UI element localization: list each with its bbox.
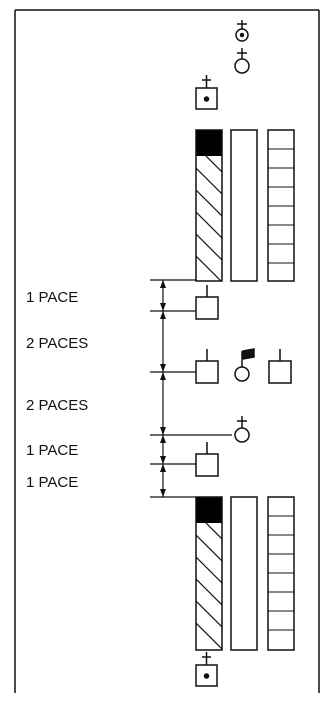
label-1-pace-top: 1 PACE bbox=[26, 289, 78, 306]
commander-box-icon-bottom bbox=[195, 652, 218, 687]
label-1-pace-mid: 1 PACE bbox=[26, 442, 78, 459]
dimension-lines bbox=[150, 279, 232, 498]
guidon-flag-icon bbox=[234, 348, 255, 382]
soldier-box-icon bbox=[195, 285, 219, 320]
commander-box-icon-top bbox=[195, 75, 218, 110]
leader-circle-cross-icon-top bbox=[234, 48, 250, 74]
label-1-pace-bottom: 1 PACE bbox=[26, 474, 78, 491]
platoon-block-bottom bbox=[195, 496, 295, 651]
label-2-paces-upper: 2 PACES bbox=[26, 335, 88, 352]
platoon-block-top bbox=[195, 129, 295, 282]
dimension-arrows bbox=[160, 280, 166, 497]
officer-circle-dot-icon bbox=[235, 20, 249, 42]
leader-circle-cross-icon-mid bbox=[234, 416, 250, 443]
soldier-box-icon bbox=[268, 349, 292, 384]
soldier-box-icon bbox=[195, 349, 219, 384]
soldier-box-icon bbox=[195, 442, 219, 477]
label-2-paces-lower: 2 PACES bbox=[26, 397, 88, 414]
